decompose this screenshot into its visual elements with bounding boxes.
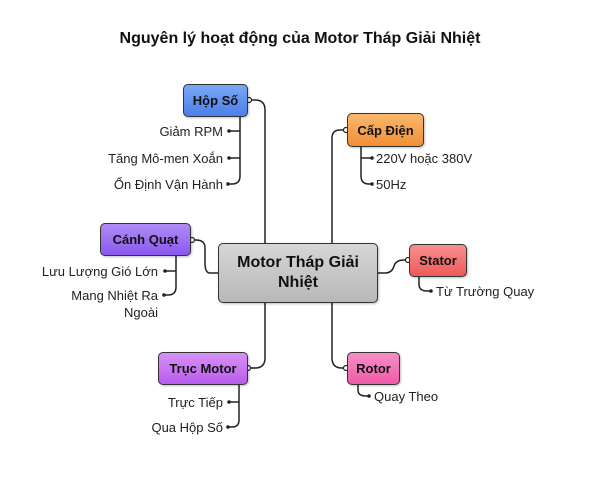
center-node-line2: Nhiệt — [278, 274, 318, 291]
leaf-mang-nhiet: Mang Nhiệt Ra — [71, 288, 158, 303]
leaf-giam-rpm: Giảm RPM — [159, 124, 223, 139]
leaf-50hz: 50Hz — [376, 177, 407, 192]
leaf-mang-nhiet-2: Ngoài — [124, 305, 158, 320]
leaf-luu-luong: Lưu Lượng Gió Lớn — [41, 264, 158, 279]
node-truc-motor[interactable]: Trục Motor — [158, 352, 248, 385]
node-stator-label: Stator — [419, 253, 457, 268]
node-stator[interactable]: Stator — [409, 244, 467, 277]
leaf-220v: 220V hoặc 380V — [376, 151, 473, 166]
node-rotor[interactable]: Rotor — [347, 352, 400, 385]
node-canh-quat[interactable]: Cánh Quạt — [100, 223, 191, 256]
node-cap-dien-label: Cấp Điện — [357, 122, 414, 138]
leaf-quay-theo: Quay Theo — [374, 389, 439, 404]
leaf-qua-hop-so: Qua Hộp Số — [151, 420, 223, 435]
node-truc-motor-label: Trục Motor — [169, 361, 237, 376]
node-canh-quat-label: Cánh Quạt — [112, 232, 179, 247]
center-node-line1: Motor Tháp Giải — [237, 254, 359, 271]
leaf-on-dinh: Ổn Định Vận Hành — [113, 177, 223, 192]
center-node[interactable]: Motor Tháp Giải Nhiệt — [218, 243, 378, 303]
leaf-truc-tiep: Trực Tiếp — [167, 395, 223, 410]
node-hop-so-label: Hộp Số — [192, 93, 239, 108]
node-rotor-label: Rotor — [356, 361, 391, 376]
node-cap-dien[interactable]: Cấp Điện — [347, 113, 424, 147]
diagram-title: Nguyên lý hoạt động của Motor Tháp Giải … — [119, 30, 481, 47]
node-hop-so[interactable]: Hộp Số — [183, 84, 248, 117]
leaf-tu-truong: Từ Trường Quay — [436, 284, 535, 299]
leaf-tang-mo-men: Tăng Mô-men Xoắn — [108, 151, 223, 166]
